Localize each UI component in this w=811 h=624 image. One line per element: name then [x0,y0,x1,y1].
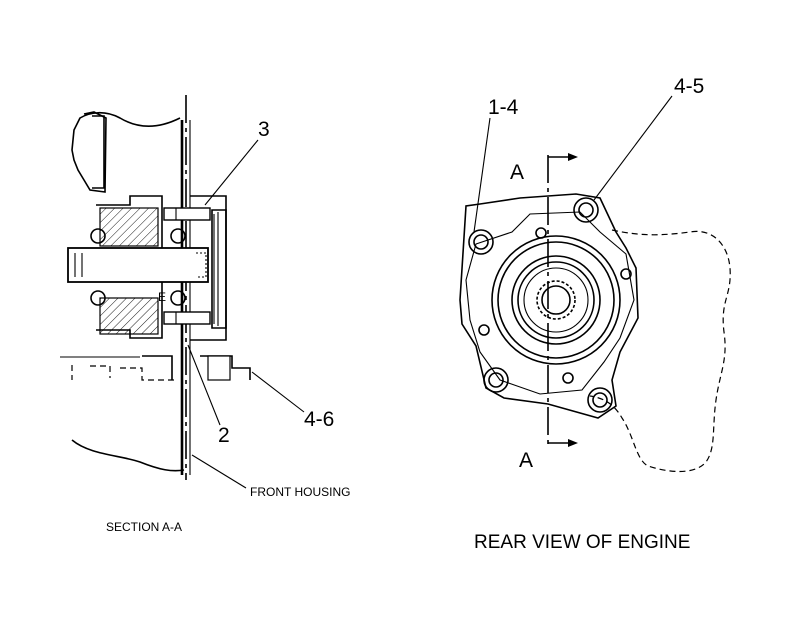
section-mark-top: A [510,161,524,184]
drive-shaft [67,247,209,283]
bolt-bottom-right-inner [592,392,608,408]
rear-view-caption: REAR VIEW OF ENGINE [474,532,690,553]
hub-ring-1 [491,235,621,365]
leader-1-4 [473,117,491,233]
front-housing-label: FRONT HOUSING [250,485,350,499]
housing-lower-outline [71,439,185,472]
hub-ring-5 [523,267,589,333]
callout-1-4: 1-4 [488,96,519,119]
shaft-spline [196,252,207,278]
section-arrowhead-bottom [568,439,578,447]
mounting-plate-inner [465,211,635,395]
callout-2: 2 [218,424,230,447]
callout-3: 3 [258,118,270,141]
bolt-4-5-inner [578,202,594,218]
bolt-top [163,207,211,221]
callout-4-5: 4-5 [674,75,704,98]
hub-ring-4 [517,261,595,339]
lower-mount [142,355,251,380]
part-mark-e: E [158,290,166,304]
section-arrowhead-top [568,153,578,161]
housing-lug [92,115,105,189]
bolt-bottom-right-outer [587,387,613,413]
lower-bracket [207,355,231,381]
leader-4-6 [251,371,305,413]
adapter-rim [213,212,219,326]
section-a-a-view: E 3 2 4-6 FRONT HOUSING SECTION A-A [60,95,350,534]
bearing-ball-top-right [170,228,186,244]
engine-housing-outline [71,111,181,193]
rear-view: 1-4 4-5 A A REAR VIEW OF ENGINE [459,75,731,553]
hidden-line-left [71,365,111,380]
hole-bottom [562,372,574,384]
bolt-4-5-outer [573,197,599,223]
hole-right-top [620,268,632,280]
bearing-ball-bottom-left [90,290,106,306]
bearing-ball-bottom-right [170,290,186,306]
leader-3 [204,139,259,206]
bearing-housing-hatch-top [99,207,159,247]
callout-4-6: 4-6 [304,408,334,431]
engine-outline-dashed [589,229,731,473]
hub-bore [541,285,571,315]
hub-ring-2 [497,241,615,359]
adapter-flange [211,209,227,329]
bolt-bottom-left-inner [488,372,504,388]
bolt-1-4-inner [473,234,489,250]
mounting-plate-outline [459,193,639,419]
bolt-bottom-left-outer [483,367,509,393]
bolt-bottom [163,311,211,325]
bearing-housing-hatch-bottom [99,297,159,335]
leader-2 [187,344,221,426]
hidden-line-left-2 [120,367,178,381]
hole-left [478,324,490,336]
bolt-1-4-outer [468,229,494,255]
section-mark-bottom: A [519,449,533,472]
hub-spline [536,280,576,320]
section-caption: SECTION A-A [106,520,182,534]
hub-ring-3 [511,255,601,345]
bearing-ball-top-left [90,228,106,244]
leader-4-5 [593,95,673,201]
leader-front-housing [191,454,247,489]
